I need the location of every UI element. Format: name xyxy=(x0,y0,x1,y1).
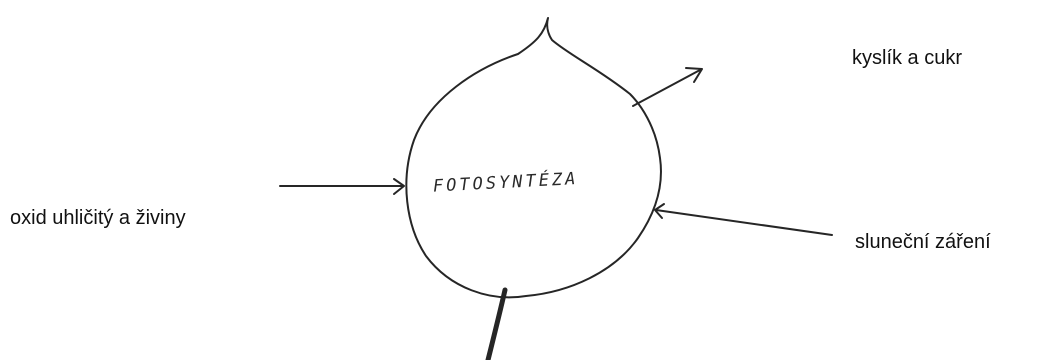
leaf-icon xyxy=(406,18,661,297)
center-label: FOTOSYNTÉZA xyxy=(432,167,579,197)
output-arrow xyxy=(633,68,702,106)
input-arrow-right xyxy=(655,204,832,235)
input-left-label: oxid uhličitý a živiny xyxy=(10,208,186,228)
input-arrow-left xyxy=(280,179,404,194)
leaf-stem xyxy=(488,290,505,360)
input-right-label: sluneční záření xyxy=(855,232,991,252)
output-label: kyslík a cukr xyxy=(852,48,962,68)
